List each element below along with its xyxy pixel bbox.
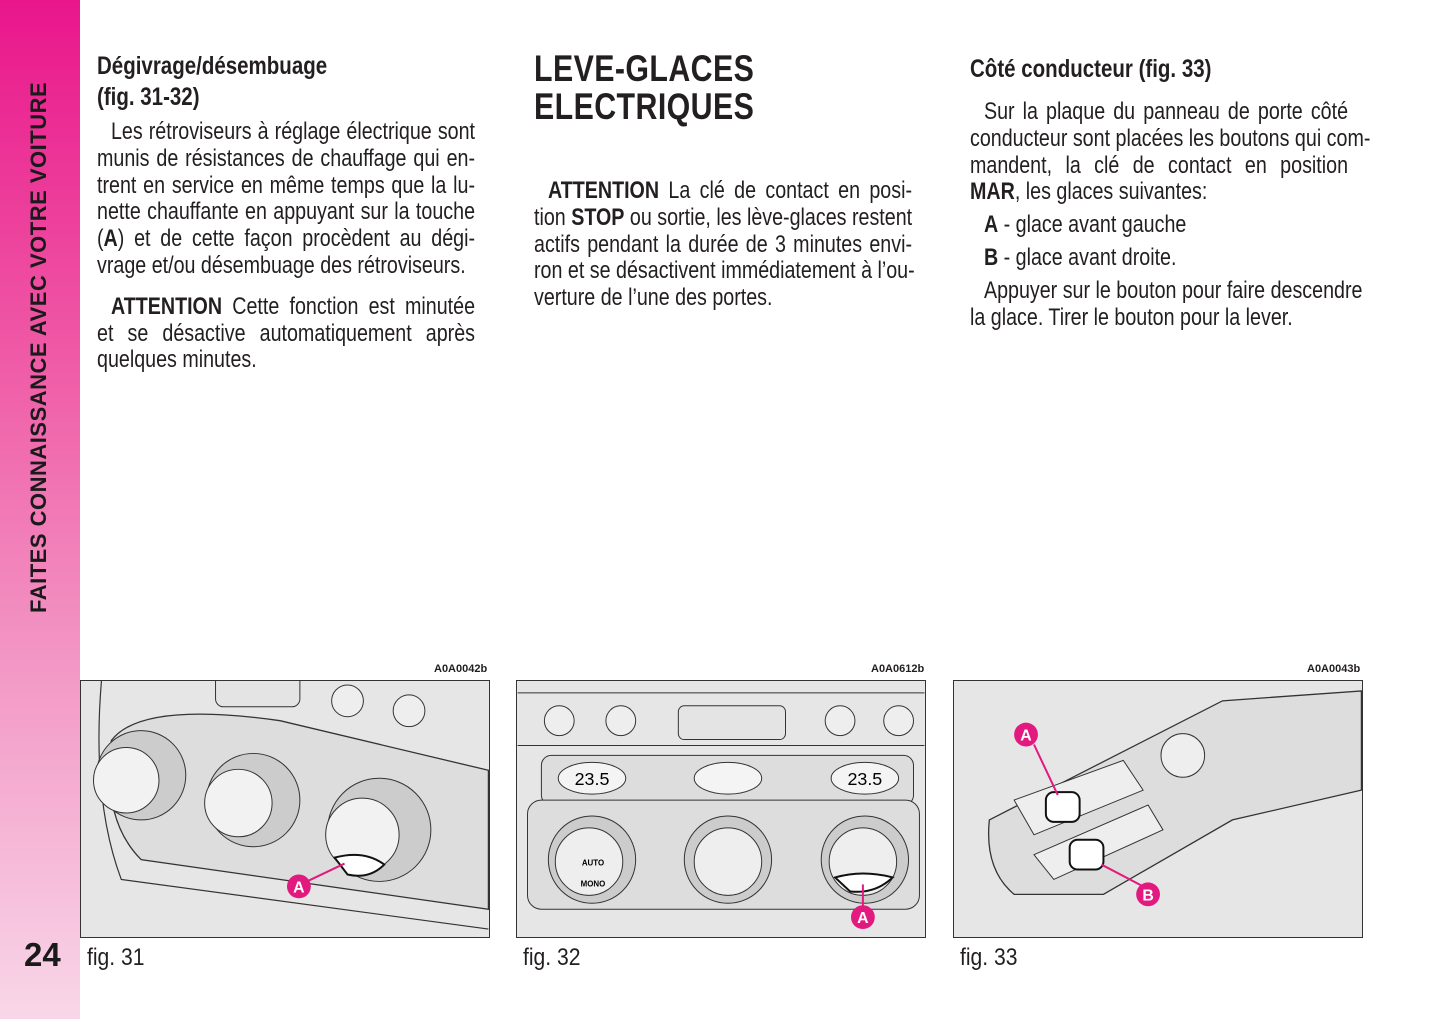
text-line: munis de résistances de chauffage qui en… — [97, 144, 476, 173]
text: Sur la plaque du panneau de porte côté — [983, 98, 1349, 125]
temp-left: 23.5 — [575, 769, 610, 789]
text: verture de l’une des portes. — [534, 284, 773, 312]
figure-caption: fig. 32 — [523, 944, 581, 971]
bold-text: ATTENTION — [110, 292, 223, 320]
paragraph: B - glace avant droite. — [970, 243, 1348, 272]
text: quelques minutes. — [97, 346, 257, 374]
text: ) et de cette façon procèdent au dégi- — [117, 225, 476, 253]
figure-caption: fig. 31 — [87, 944, 145, 971]
callout-a: A — [1020, 728, 1032, 745]
text-line: actifs pendant la durée de 3 minutes env… — [534, 230, 913, 259]
column-degivrage: Dégivrage/désembuage (fig. 31-32) Les rétr… — [97, 51, 475, 374]
text: mandent, la clé de contact en position — [970, 151, 1349, 179]
text-line: Les rétroviseurs à réglage électrique so… — [97, 118, 476, 146]
paragraph: Les rétroviseurs à réglage électrique so… — [97, 118, 476, 280]
figure-33-illustration: A B — [953, 680, 1363, 938]
text-line: A - glace avant gauche — [970, 211, 1348, 239]
figure-code: A0A0042b — [434, 663, 488, 675]
section-heading: (fig. 31-32) — [97, 83, 200, 111]
text-line: MAR, les glaces suivantes: — [970, 178, 1348, 206]
text-line: conducteur sont placées les boutons qui … — [970, 125, 1370, 153]
text: Appuyer sur le bouton pour faire descend… — [983, 276, 1363, 304]
section-heading: LEVE-GLACES — [534, 48, 755, 89]
text-line: B - glace avant droite. — [970, 243, 1348, 272]
text: ron et se désactivent immédiatement à l’… — [534, 257, 915, 285]
text-line: la glace. Tirer le bouton pour la lever. — [970, 303, 1348, 332]
paragraph: Appuyer sur le bouton pour faire descend… — [970, 277, 1363, 332]
callout-a: A — [857, 910, 869, 927]
text: munis de résistances de chauffage qui en… — [97, 144, 476, 172]
text-line: mandent, la clé de contact en position — [970, 151, 1349, 180]
section-heading: ELECTRIQUES — [534, 86, 755, 127]
figure-caption: fig. 33 — [960, 944, 1018, 971]
text: ( — [97, 225, 104, 253]
bold-text: B — [983, 243, 999, 271]
text: La clé de contact en posi- — [659, 177, 913, 204]
column-cote-conducteur: Côté conducteur (fig. 33) Sur la plaque d… — [970, 54, 1370, 332]
text: Cette fonction est minutée — [222, 292, 476, 320]
text-line: (A) et de cette façon procèdent au dégi- — [97, 225, 476, 253]
text-line: Appuyer sur le bouton pour faire descend… — [970, 277, 1363, 305]
text: actifs pendant la durée de 3 minutes env… — [534, 230, 913, 258]
paragraph: ATTENTION La clé de contact en posi-tion… — [534, 177, 915, 312]
auto-label: AUTO — [582, 859, 604, 868]
text: conducteur sont placées les boutons qui … — [970, 124, 1371, 152]
text: vrage et/ou désembuage des rétroviseurs. — [97, 251, 466, 279]
text-line: trent en service en même temps que la lu… — [97, 171, 476, 200]
section-heading: Dégivrage/désembuage — [97, 52, 328, 80]
text-line: ron et se désactivent immédiatement à l’… — [534, 257, 915, 285]
text: - glace avant gauche — [998, 211, 1187, 239]
text: nette chauffante en appuyant sur la touc… — [97, 198, 476, 226]
text-line: tion STOP ou sortie, les lève-glaces res… — [534, 203, 913, 232]
text-line: et se désactive automatiquement après — [97, 319, 476, 348]
text: et se désactive automatiquement après — [97, 319, 476, 347]
callout-b: B — [1142, 887, 1153, 904]
text: , les glaces suivantes: — [1014, 178, 1208, 206]
bold-text: A — [103, 225, 118, 253]
page-number: 24 — [24, 936, 61, 973]
text: - glace avant droite. — [998, 243, 1177, 271]
figure-32-illustration: 23.5 23.5 AUTO MONO A — [516, 680, 926, 938]
text-line: ATTENTION La clé de contact en posi- — [534, 177, 913, 205]
mono-label: MONO — [581, 879, 606, 888]
text: trent en service en même temps que la lu… — [97, 171, 476, 199]
text-line: ATTENTION Cette fonction est minutée — [97, 292, 476, 321]
figure-code: A0A0043b — [1307, 663, 1361, 675]
bold-text: A — [983, 211, 999, 239]
chapter-sidebar: FAITES CONNAISSANCE AVEC VOTRE VOITURE 2… — [0, 0, 80, 1019]
chapter-title: FAITES CONNAISSANCE AVEC VOTRE VOITURE — [26, 81, 51, 613]
text-line: nette chauffante en appuyant sur la touc… — [97, 198, 476, 226]
text-line: vrage et/ou désembuage des rétroviseurs. — [97, 251, 475, 280]
figure-31-illustration: A — [80, 680, 490, 938]
text-line: Sur la plaque du panneau de porte côté — [970, 98, 1349, 126]
temp-right: 23.5 — [847, 769, 882, 789]
bold-text: STOP — [571, 203, 625, 231]
section-heading: Côté conducteur (fig. 33) — [970, 55, 1212, 83]
text-line: verture de l’une des portes. — [534, 284, 912, 312]
text: la glace. Tirer le bouton pour la lever. — [970, 303, 1293, 331]
bold-text: MAR — [970, 178, 1015, 206]
text: tion — [534, 203, 572, 231]
text: ou sortie, les lève-glaces restent — [624, 203, 913, 231]
paragraph: A - glace avant gauche — [970, 211, 1348, 239]
bold-text: ATTENTION — [547, 177, 660, 204]
callout-a: A — [293, 879, 305, 896]
text-line: quelques minutes. — [97, 346, 475, 374]
text: Les rétroviseurs à réglage électrique so… — [110, 118, 476, 145]
figure-code: A0A0612b — [871, 663, 925, 675]
